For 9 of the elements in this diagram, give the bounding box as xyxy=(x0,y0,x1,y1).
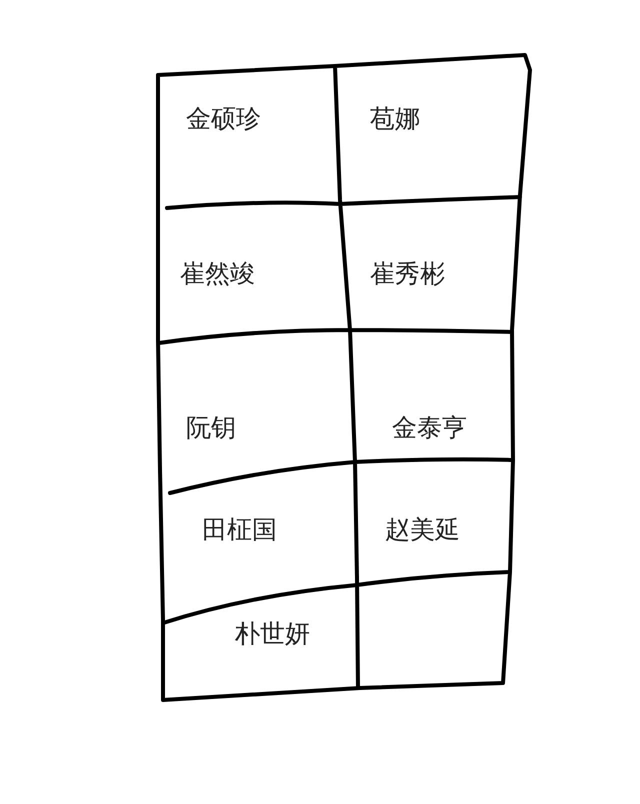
name-label: 朴世妍 xyxy=(235,619,310,649)
name-label: 阮钥 xyxy=(186,413,236,443)
name-label: 金硕珍 xyxy=(186,104,261,134)
name-label: 金泰亨 xyxy=(392,413,467,443)
name-label: 赵美延 xyxy=(385,515,460,545)
name-label: 田柾国 xyxy=(202,515,277,545)
name-label: 崔然竣 xyxy=(180,259,255,289)
name-label: 崔秀彬 xyxy=(370,259,445,289)
name-label: 苞娜 xyxy=(370,104,420,134)
